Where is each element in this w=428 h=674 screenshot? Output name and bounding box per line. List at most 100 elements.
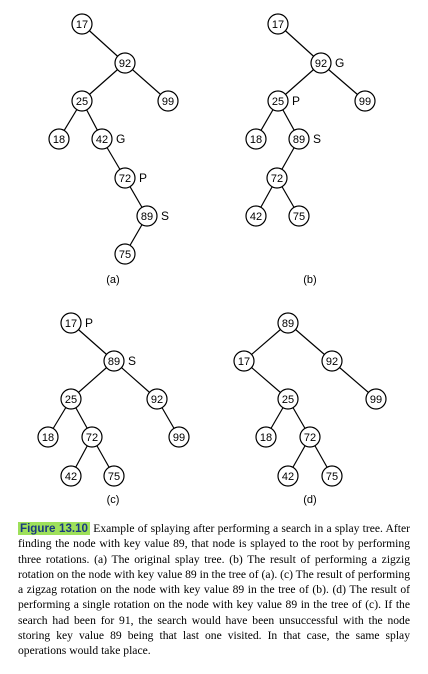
tree-node: 72 [81,426,103,448]
node-key: 89 [282,318,294,330]
node-circle [114,167,136,189]
node-circle [168,426,190,448]
tree-node: 72 [299,426,321,448]
tree-node: 25 [71,90,93,112]
node-key: 25 [76,96,88,108]
node-circle [245,205,267,227]
panel-label: (c) [107,494,120,506]
figure-caption: Figure 13.10 Example of splaying after p… [18,521,410,659]
tree-node: 17 [267,13,289,35]
node-circle [267,13,289,35]
node-key: 72 [86,432,98,444]
node-circle [277,312,299,334]
node-circle [277,388,299,410]
tree-node: 92 [321,350,343,372]
node-circle [146,388,168,410]
node-circle [103,465,125,487]
node-circle [288,205,310,227]
node-key: 25 [272,96,284,108]
node-circle [71,90,93,112]
node-circle [103,350,125,372]
node-key: 75 [119,249,131,261]
tree-node: 17 P [60,312,93,334]
tree-node: 25 [277,388,299,410]
tree-node: 99 [365,388,387,410]
node-circle [48,128,70,150]
node-role-tag: P [85,316,93,330]
node-key: 75 [108,471,120,483]
node-circle [245,128,267,150]
tree-node: 18 [255,426,277,448]
panel-label: (b) [303,274,316,286]
tree-node: 18 [48,128,70,150]
node-key: 92 [151,394,163,406]
node-circle [81,426,103,448]
figure-number: Figure 13.10 [18,522,91,535]
tree-node: 92 [146,388,168,410]
tree-node: 75 [288,205,310,227]
node-circle [60,465,82,487]
tree-node: 92 [114,52,136,74]
node-circle [91,128,113,150]
node-role-tag: S [161,209,169,223]
caption-text: Example of splaying after performing a s… [18,522,410,658]
node-key: 17 [65,318,77,330]
tree-node: 75 [103,465,125,487]
node-circle [114,52,136,74]
node-role-tag: G [116,132,125,146]
tree-node: 89 S [288,128,321,150]
tree-node: 99 [157,90,179,112]
node-circle [310,52,332,74]
tree-node: 99 [168,426,190,448]
node-key: 92 [119,58,131,70]
tree-node: 75 [114,243,136,265]
node-circle [277,465,299,487]
tree-node: 17 [71,13,93,35]
node-circle [157,90,179,112]
node-circle [288,128,310,150]
tree-node: 42 [245,205,267,227]
node-key: 25 [282,394,294,406]
tree-node: 72 P [114,167,147,189]
tree-node: 89 [277,312,299,334]
node-key: 99 [162,96,174,108]
node-circle [37,426,59,448]
tree-node: 42 [60,465,82,487]
panel-label: (a) [106,274,119,286]
node-circle [321,465,343,487]
node-key: 17 [238,356,250,368]
node-key: 72 [271,173,283,185]
tree-node: 17 [233,350,255,372]
node-role-tag: S [128,354,136,368]
node-role-tag: P [292,94,300,108]
node-key: 25 [65,394,77,406]
node-role-tag: S [313,132,321,146]
node-circle [299,426,321,448]
node-circle [136,205,158,227]
tree-node: 25 P [267,90,300,112]
node-key: 75 [293,211,305,223]
node-key: 72 [119,173,131,185]
node-key: 89 [293,134,305,146]
node-circle [71,13,93,35]
node-circle [233,350,255,372]
tree-node: 18 [37,426,59,448]
node-key: 42 [282,471,294,483]
node-key: 42 [96,134,108,146]
node-circle [267,90,289,112]
tree-node: 75 [321,465,343,487]
tree-node: 25 [60,388,82,410]
node-role-tag: P [139,171,147,185]
node-key: 18 [42,432,54,444]
node-circle [321,350,343,372]
node-circle [60,388,82,410]
node-role-tag: G [335,56,344,70]
